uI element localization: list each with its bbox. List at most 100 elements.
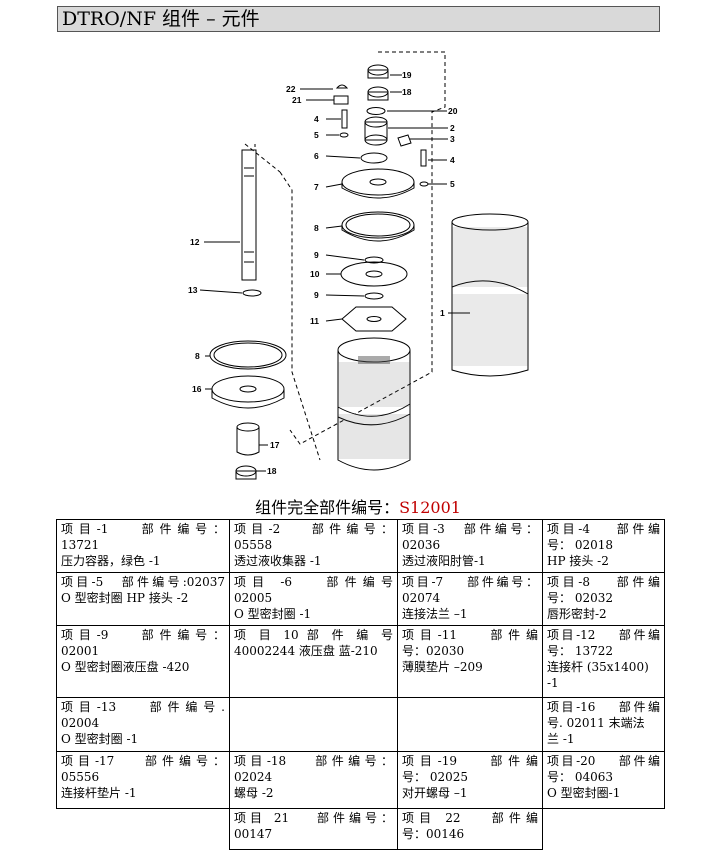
callout-4b: 4 bbox=[450, 155, 455, 165]
part-cell-line: 薄膜垫片 –209 bbox=[402, 660, 483, 674]
part-cell-line: 项目-20 部件编 bbox=[547, 754, 660, 768]
callout-3: 3 bbox=[450, 134, 455, 144]
part-cell: 项目 21 部件编号： 00147 bbox=[229, 808, 398, 850]
part-cell-line: 项目-4 部件编 bbox=[547, 522, 660, 536]
part-cell: 项目-16 部件编号. 02011 末端法兰 -1 bbox=[542, 697, 665, 752]
callout-9b: 9 bbox=[314, 290, 319, 300]
part-cell-line: 透过液收集器 -1 bbox=[234, 554, 322, 568]
part-cell-line: 项 目 10 部 件 编 号 bbox=[234, 628, 393, 642]
part-cell-line: 02074 bbox=[402, 591, 441, 605]
part-cell-line: 项目-9 部件编号： bbox=[61, 628, 225, 642]
part-cell-line: 项目-19 部件编 bbox=[402, 754, 538, 768]
callout-10: 10 bbox=[310, 269, 320, 279]
part-cell: 项目-4 部件编号： 02018 HP 接头 -2 bbox=[542, 519, 665, 573]
callout-21: 21 bbox=[292, 95, 302, 105]
part-cell: 项目-1 部件编号： 13721 压力容器，绿色 -1 bbox=[56, 519, 230, 573]
part-cell-line: 连接杆垫片 -1 bbox=[61, 786, 137, 800]
part-cell-line: 螺母 -2 bbox=[234, 786, 274, 800]
callout-8b: 8 bbox=[195, 351, 200, 361]
table-row: 项目 21 部件编号： 00147 项目 22 部件编号：00146 bbox=[57, 808, 665, 850]
part-cell: 项目-2 部件编号： 05558 透过液收集器 -1 bbox=[229, 519, 398, 573]
callout-9: 9 bbox=[314, 250, 319, 260]
part-cell-line: 02024 bbox=[234, 770, 273, 784]
part-cell-line: 号：00146 bbox=[402, 827, 465, 841]
part-cell-line: 号： 02032 bbox=[547, 591, 613, 605]
callout-13: 13 bbox=[188, 285, 198, 295]
callout-18: 18 bbox=[402, 87, 412, 97]
caption-label: 组件完全部件编号： bbox=[255, 498, 400, 517]
part-cell-line: 连接杆 (35x1400) bbox=[547, 660, 649, 674]
part-cell-line: 项目-11 部件编 bbox=[402, 628, 538, 642]
assembly-code: S12001 bbox=[399, 498, 461, 517]
assembly-caption: 组件完全部件编号：S12001 bbox=[0, 497, 706, 519]
part-cell: 项目-8 部件编号： 02032 唇形密封-2 bbox=[542, 572, 665, 626]
part-cell: 项目-19 部件编号： 02025 对开螺母 –1 bbox=[397, 751, 543, 809]
part-cell bbox=[229, 697, 398, 752]
part-cell-line: 号： 02025 bbox=[402, 770, 468, 784]
part-cell-line: 02004 bbox=[61, 716, 100, 730]
callout-17: 17 bbox=[270, 440, 280, 450]
parts-table: 项目-1 部件编号： 13721 压力容器，绿色 -1 项目-2 部件编号： 05558… bbox=[56, 519, 665, 850]
callout-5: 5 bbox=[314, 130, 319, 140]
part-cell-line: 05558 bbox=[234, 538, 273, 552]
callout-19: 19 bbox=[402, 70, 412, 80]
part-cell bbox=[57, 809, 230, 850]
part-cell-line: 号. 02011 末端法 bbox=[547, 716, 645, 730]
callout-4: 4 bbox=[314, 114, 319, 124]
part-cell-line: 号： 13722 bbox=[547, 644, 613, 658]
part-cell: 项目-20 部件编号： 04063 O 型密封圈-1 bbox=[542, 751, 665, 809]
part-cell-line: HP 接头 -2 bbox=[547, 554, 609, 568]
part-cell-line: -1 bbox=[547, 676, 559, 690]
part-cell-line: 13721 bbox=[61, 538, 100, 552]
part-cell-line: O 型密封圈液压盘 -420 bbox=[61, 660, 190, 674]
part-cell-line: 号：02030 bbox=[402, 644, 465, 658]
part-cell: 项目 22 部件编号：00146 bbox=[397, 808, 543, 850]
part-cell: 项目-13 部件编号. 02004 O 型密封圈 -1 bbox=[56, 697, 230, 752]
part-cell-line: 项目-12 部件编 bbox=[547, 628, 660, 642]
part-cell-line: 唇形密封-2 bbox=[547, 607, 607, 621]
part-cell-line: 40002244 液压盘 蓝-210 bbox=[234, 644, 378, 658]
callout-16: 16 bbox=[192, 384, 202, 394]
parts-table-body: 项目-1 部件编号： 13721 压力容器，绿色 -1 项目-2 部件编号： 05558… bbox=[56, 519, 665, 850]
part-cell-line: 00147 bbox=[234, 827, 273, 841]
part-cell-line: O 型密封圈 -1 bbox=[61, 732, 139, 746]
part-cell-line: O 型密封圈 HP 接头 -2 bbox=[61, 591, 189, 605]
part-cell-line: 号： 04063 bbox=[547, 770, 613, 784]
callout-20: 20 bbox=[448, 106, 458, 116]
callout-11: 11 bbox=[310, 316, 319, 326]
part-cell-line: 项目 21 部件编号： bbox=[234, 811, 393, 825]
part-cell-line: 05556 bbox=[61, 770, 100, 784]
part-cell-line: 号： 02018 bbox=[547, 538, 613, 552]
part-cell-line: 对开螺母 –1 bbox=[402, 786, 468, 800]
part-cell-line: 透过液阳肘管-1 bbox=[402, 554, 486, 568]
table-row: 项目-1 部件编号： 13721 压力容器，绿色 -1 项目-2 部件编号： 05558… bbox=[56, 519, 665, 573]
part-cell-line: 项目-13 部件编号. bbox=[61, 700, 225, 714]
part-cell-line: 项目-18 部件编号： bbox=[234, 754, 393, 768]
exploded-assembly-diagram: 19 18 22 21 20 2 3 4 5 6 7 4 5 8 12 9 10… bbox=[188, 51, 529, 480]
callout-7: 7 bbox=[314, 182, 319, 192]
part-cell-line: O 型密封圈 -1 bbox=[234, 607, 312, 621]
part-cell-line: 项目 22 部件编 bbox=[402, 811, 538, 825]
part-cell-line: 项目-8 部件编 bbox=[547, 575, 660, 589]
part-cell: 项目-11 部件编号：02030 薄膜垫片 –209 bbox=[397, 625, 543, 698]
part-cell-line: 项目-2 部件编号： bbox=[234, 522, 393, 536]
callout-6: 6 bbox=[314, 151, 319, 161]
part-cell-line: 压力容器，绿色 -1 bbox=[61, 554, 161, 568]
part-cell-line: O 型密封圈-1 bbox=[547, 786, 621, 800]
part-cell bbox=[543, 809, 665, 850]
callout-2: 2 bbox=[450, 123, 455, 133]
callout-22: 22 bbox=[286, 84, 296, 94]
part-cell-line: 项目-1 部件编号： bbox=[61, 522, 225, 536]
part-cell-line: 02036 bbox=[402, 538, 441, 552]
callout-1: 1 bbox=[440, 308, 445, 318]
part-cell bbox=[397, 697, 543, 752]
